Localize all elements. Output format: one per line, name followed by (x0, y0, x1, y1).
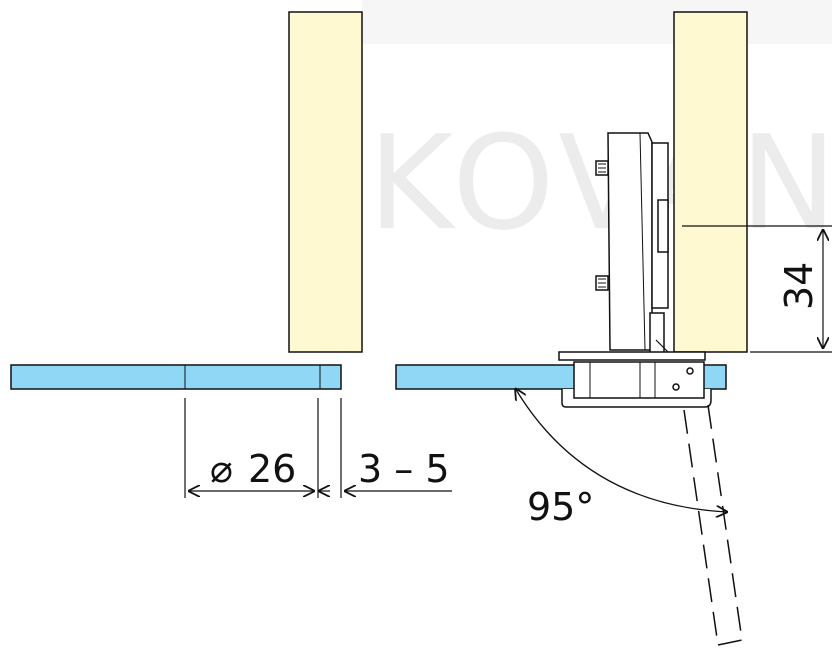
watermark: KOVÁNÍ (368, 107, 832, 259)
cabinet-side-right (673, 11, 748, 353)
open-door-outline (683, 404, 743, 646)
gap-label: 3 – 5 (358, 447, 450, 491)
height-dimension (682, 225, 832, 353)
hinge-arm (595, 132, 677, 361)
diameter-dimension (184, 398, 319, 498)
watermark-band (362, 0, 832, 44)
diameter-label: 26 (248, 447, 296, 491)
cabinet-side-left (288, 11, 363, 353)
hinge-cup (558, 351, 712, 408)
glass-panel-left (10, 364, 342, 390)
diameter-symbol: ⌀ (210, 447, 233, 491)
gap-dimension (318, 398, 452, 498)
height-label: 34 (777, 262, 821, 310)
angle-label: 95° (527, 485, 594, 529)
angle-arc (515, 388, 728, 512)
